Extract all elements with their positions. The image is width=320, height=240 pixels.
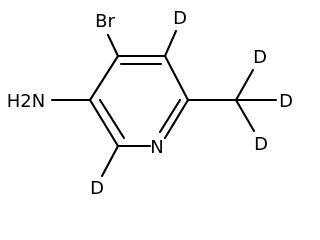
atom-amine: H2N: [7, 91, 45, 112]
bond-c6-n: [163, 98, 190, 140]
atom-bromine: Br: [95, 11, 115, 32]
atom-deuterium-methyl-top: D: [253, 47, 267, 68]
atom-deuterium-ring-top: D: [173, 8, 187, 29]
bond-cd3-d-bottom: [234, 98, 256, 133]
molecule-diagram: Br H2N N D D D D D: [7, 8, 293, 199]
atom-deuterium-ring-bottom: D: [90, 178, 104, 199]
bond-c6-n-inner: [158, 98, 182, 134]
atom-ring-nitrogen: N: [150, 137, 163, 158]
bond-c2-c3: [88, 98, 120, 148]
bond-c2-d: [100, 144, 120, 178]
bond-c2-c3-inner: [98, 98, 126, 140]
bond-c3-c4: [88, 54, 120, 102]
bond-c5-c6: [163, 54, 190, 102]
atom-deuterium-methyl-right: D: [279, 91, 293, 112]
bond-c5-d: [163, 29, 178, 58]
bond-c4-br: [106, 33, 120, 58]
bond-cd3-d-top: [234, 68, 255, 102]
atom-deuterium-methyl-bottom: D: [254, 134, 268, 155]
structure-canvas: Br H2N N D D D D D: [7, 8, 293, 199]
